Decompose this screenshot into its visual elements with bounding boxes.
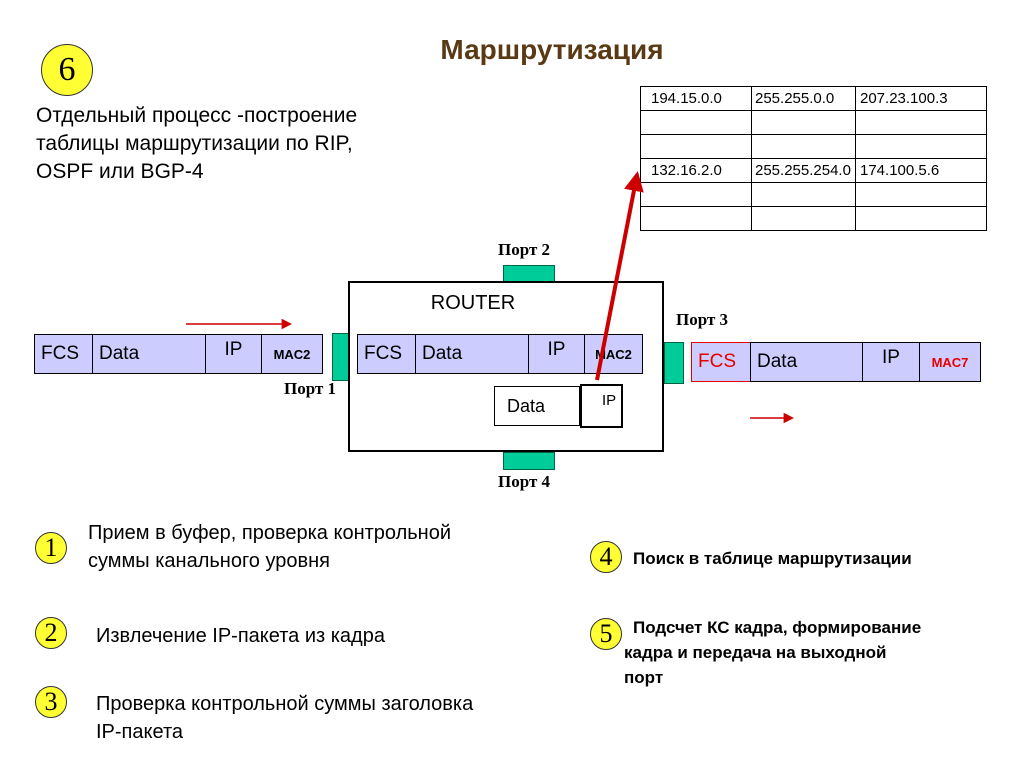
extracted-ip-box: IP <box>580 384 623 428</box>
step-4-badge: 4 <box>590 541 622 573</box>
step-3-line: Проверка контрольной суммы заголовка <box>96 693 474 715</box>
extracted-data-box: Data <box>494 386 580 426</box>
router-box <box>348 281 664 452</box>
port-2-label: Порт 2 <box>498 240 551 259</box>
ip-field: IP <box>205 334 262 374</box>
outgoing-frame: FCS Data IP MAC7 <box>691 342 981 382</box>
step-5-line: порт <box>624 668 664 687</box>
port-3-tab <box>664 342 684 384</box>
step-6-line: Отдельный процесс -построение <box>36 104 358 127</box>
step-3-badge: 3 <box>35 686 67 718</box>
fcs-field: FCS <box>34 334 93 374</box>
port-4-label: Порт 4 <box>498 472 551 491</box>
fcs-field: FCS <box>357 334 416 374</box>
routing-table: 194.15.0.0 255.255.0.0 207.23.100.3 132.… <box>640 86 987 231</box>
router-buffer-frame: FCS Data IP MAC2 <box>357 334 643 374</box>
step-6-line: таблицы маршрутизации по RIP, <box>36 132 353 155</box>
data-field: Data <box>750 342 863 382</box>
table-cell <box>751 182 856 207</box>
table-cell <box>855 110 987 135</box>
fcs-field: FCS <box>691 342 751 382</box>
routing-table-row: 194.15.0.0 255.255.0.0 207.23.100.3 <box>640 86 987 111</box>
incoming-frame: FCS Data IP MAC2 <box>34 334 323 374</box>
port-4-tab <box>503 452 555 470</box>
data-field: Data <box>415 334 529 374</box>
page-title: Маршрутизация <box>440 34 664 65</box>
routing-table-row <box>640 134 987 159</box>
step-1-badge: 1 <box>35 532 67 564</box>
table-cell <box>751 110 856 135</box>
table-cell <box>855 182 987 207</box>
port-3-label: Порт 3 <box>676 310 729 329</box>
routing-table-row <box>640 110 987 135</box>
mac-field: MAC2 <box>261 334 323 374</box>
table-cell <box>855 206 987 231</box>
table-cell: 207.23.100.3 <box>855 86 987 111</box>
step-6-text: Отдельный процесс -построение таблицы ма… <box>36 102 357 186</box>
router-label: ROUTER <box>430 292 516 314</box>
step-4-line: Поиск в таблице маршрутизации <box>633 549 912 568</box>
lookup-arrow <box>595 171 644 381</box>
step-5-badge: 5 <box>590 618 622 650</box>
table-cell <box>640 206 752 231</box>
data-field: Data <box>92 334 206 374</box>
table-cell <box>751 134 856 159</box>
step-2-badge: 2 <box>35 617 67 649</box>
step-3-line: IP-пакета <box>96 721 184 743</box>
step-6-badge: 6 <box>41 44 93 96</box>
ip-field: IP <box>862 342 920 382</box>
port-1-label: Порт 1 <box>284 379 337 398</box>
table-cell: 255.255.0.0 <box>751 86 856 111</box>
mac-field: MAC2 <box>584 334 643 374</box>
table-cell <box>751 206 856 231</box>
routing-table-row <box>640 206 987 231</box>
step-5-line: Подсчет КС кадра, формирование <box>633 618 922 637</box>
step-4-text: Поиск в таблице маршрутизации <box>633 546 912 571</box>
table-cell: 132.16.2.0 <box>640 158 752 183</box>
table-cell: 174.100.5.6 <box>855 158 987 183</box>
step-1-line: суммы канального уровня <box>88 550 331 572</box>
step-1-text: Прием в буфер, проверка контрольной сумм… <box>88 519 451 575</box>
step-2-line: Извлечение IP-пакета из кадра <box>96 625 385 647</box>
step-2-text: Извлечение IP-пакета из кадра <box>96 622 385 650</box>
step-3-text: Проверка контрольной суммы заголовка IP-… <box>96 690 473 746</box>
step-1-line: Прием в буфер, проверка контрольной <box>88 522 452 544</box>
step-5-text: Подсчет КС кадра, формирование кадра и п… <box>624 615 921 690</box>
step-5-line: кадра и передача на выходной <box>624 643 887 662</box>
routing-table-row: 132.16.2.0 255.255.254.0 174.100.5.6 <box>640 158 987 183</box>
step-6-line: OSPF или BGP-4 <box>36 160 204 183</box>
mac-field: MAC7 <box>919 342 981 382</box>
